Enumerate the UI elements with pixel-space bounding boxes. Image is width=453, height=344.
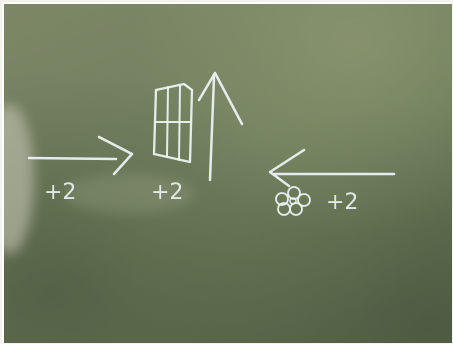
building-drawing	[154, 84, 192, 162]
left-score-label: +2	[44, 180, 76, 205]
chalk-drawing: +2 +2	[4, 4, 452, 343]
middle-score-label: +2	[151, 180, 183, 205]
right-score-label: +2	[326, 190, 358, 215]
flower-drawing	[276, 187, 310, 215]
right-arrow	[29, 137, 132, 174]
left-arrow	[270, 150, 394, 186]
chalkboard: +2 +2	[4, 4, 452, 343]
up-arrow	[199, 73, 242, 180]
